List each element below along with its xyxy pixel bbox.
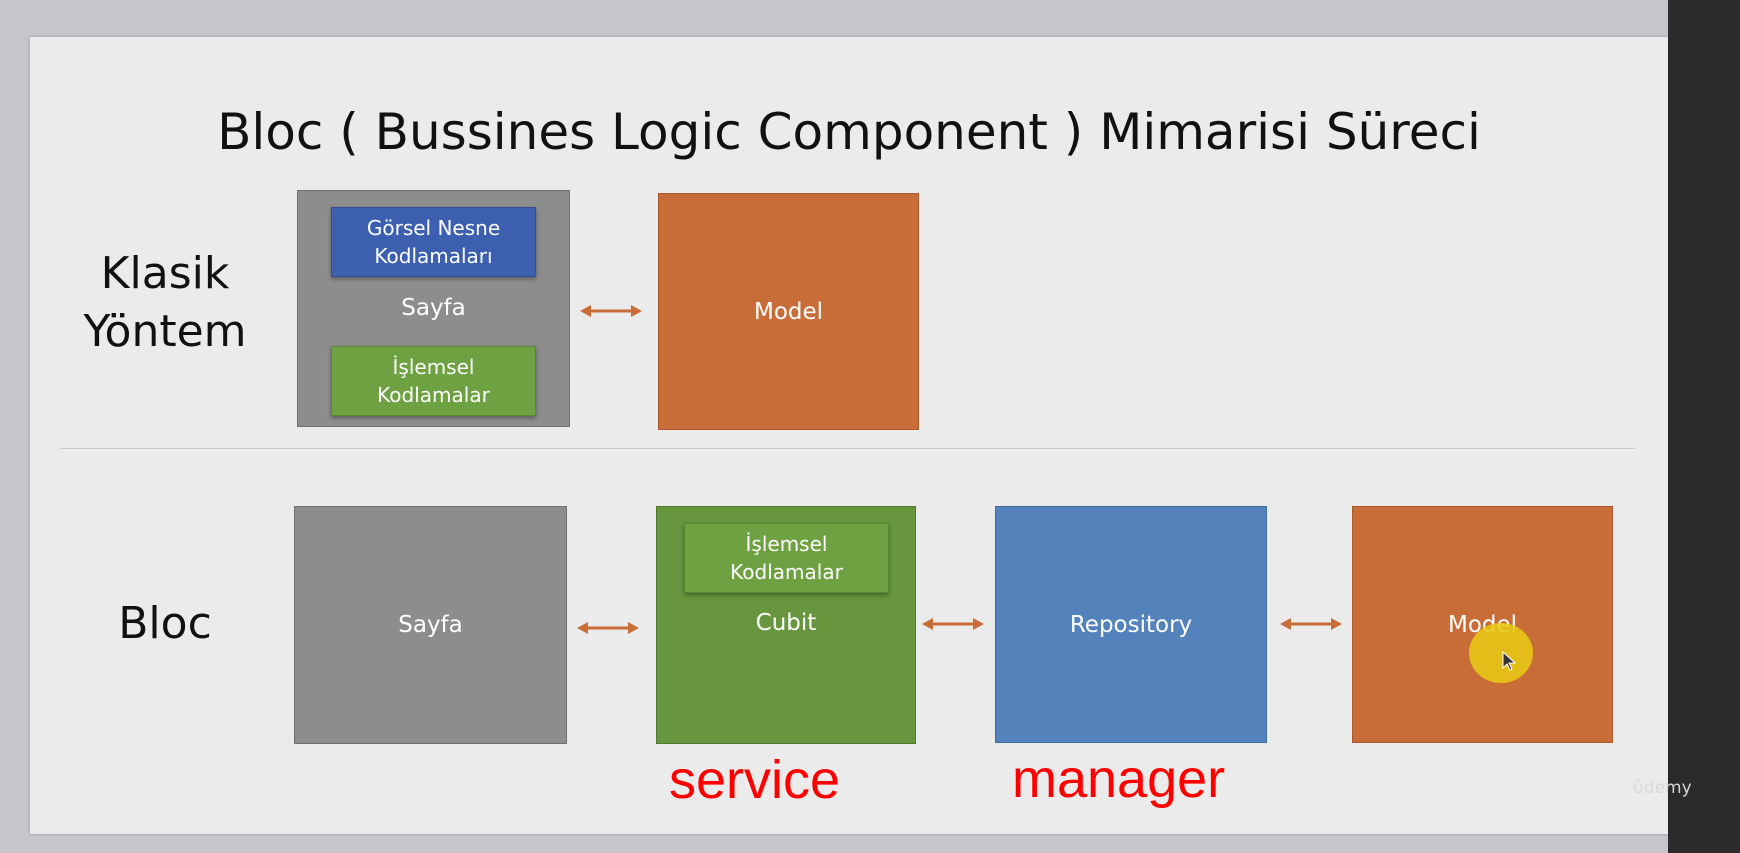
double-arrow-icon (577, 622, 639, 634)
bloc-cubit-box: İşlemsel Kodlamalar Cubit (656, 506, 916, 744)
row-label-classic-line2: Yöntem (83, 306, 247, 357)
classic-page-label: Sayfa (401, 295, 466, 321)
annotation-service: service (669, 750, 841, 810)
bloc-page-box: Sayfa (294, 506, 567, 744)
classic-logic-code-line1: İşlemsel (392, 355, 475, 379)
mouse-pointer-icon (1502, 651, 1517, 671)
row-label-bloc: Bloc (118, 598, 212, 649)
player-side-strip (1668, 0, 1740, 853)
row-label-classic: Klasik Yöntem (60, 245, 270, 361)
annotation-manager: manager (1012, 749, 1226, 809)
classic-visual-code-line1: Görsel Nesne (366, 216, 501, 240)
classic-visual-code-box: Görsel Nesne Kodlamaları (331, 207, 536, 277)
slide: Bloc ( Bussines Logic Component ) Mimari… (30, 37, 1668, 834)
section-divider (60, 448, 1635, 449)
classic-logic-code-line2: Kodlamalar (377, 383, 490, 407)
bloc-logic-code-line2: Kodlamalar (730, 560, 843, 584)
classic-logic-code-box: İşlemsel Kodlamalar (331, 346, 536, 416)
classic-model-box: Model (658, 193, 919, 430)
bloc-cubit-label: Cubit (755, 610, 817, 636)
bloc-page-label: Sayfa (398, 612, 463, 638)
bloc-logic-code-box: İşlemsel Kodlamalar (684, 523, 889, 593)
double-arrow-icon (922, 618, 984, 630)
bloc-logic-code-line1: İşlemsel (745, 532, 828, 556)
classic-visual-code-line2: Kodlamaları (374, 244, 493, 268)
slide-title: Bloc ( Bussines Logic Component ) Mimari… (217, 103, 1481, 161)
cursor-highlight-icon (1469, 623, 1533, 683)
row-label-classic-line1: Klasik (100, 248, 230, 299)
bloc-model-box: Model (1352, 506, 1613, 743)
udemy-watermark: ûdemy (1633, 778, 1692, 798)
classic-model-label: Model (753, 298, 824, 325)
double-arrow-icon (580, 305, 642, 317)
bloc-repository-box: Repository (995, 506, 1267, 743)
classic-page-box: Görsel Nesne Kodlamaları Sayfa İşlemsel … (297, 190, 570, 427)
double-arrow-icon (1280, 618, 1342, 630)
bloc-repository-label: Repository (1069, 611, 1193, 638)
